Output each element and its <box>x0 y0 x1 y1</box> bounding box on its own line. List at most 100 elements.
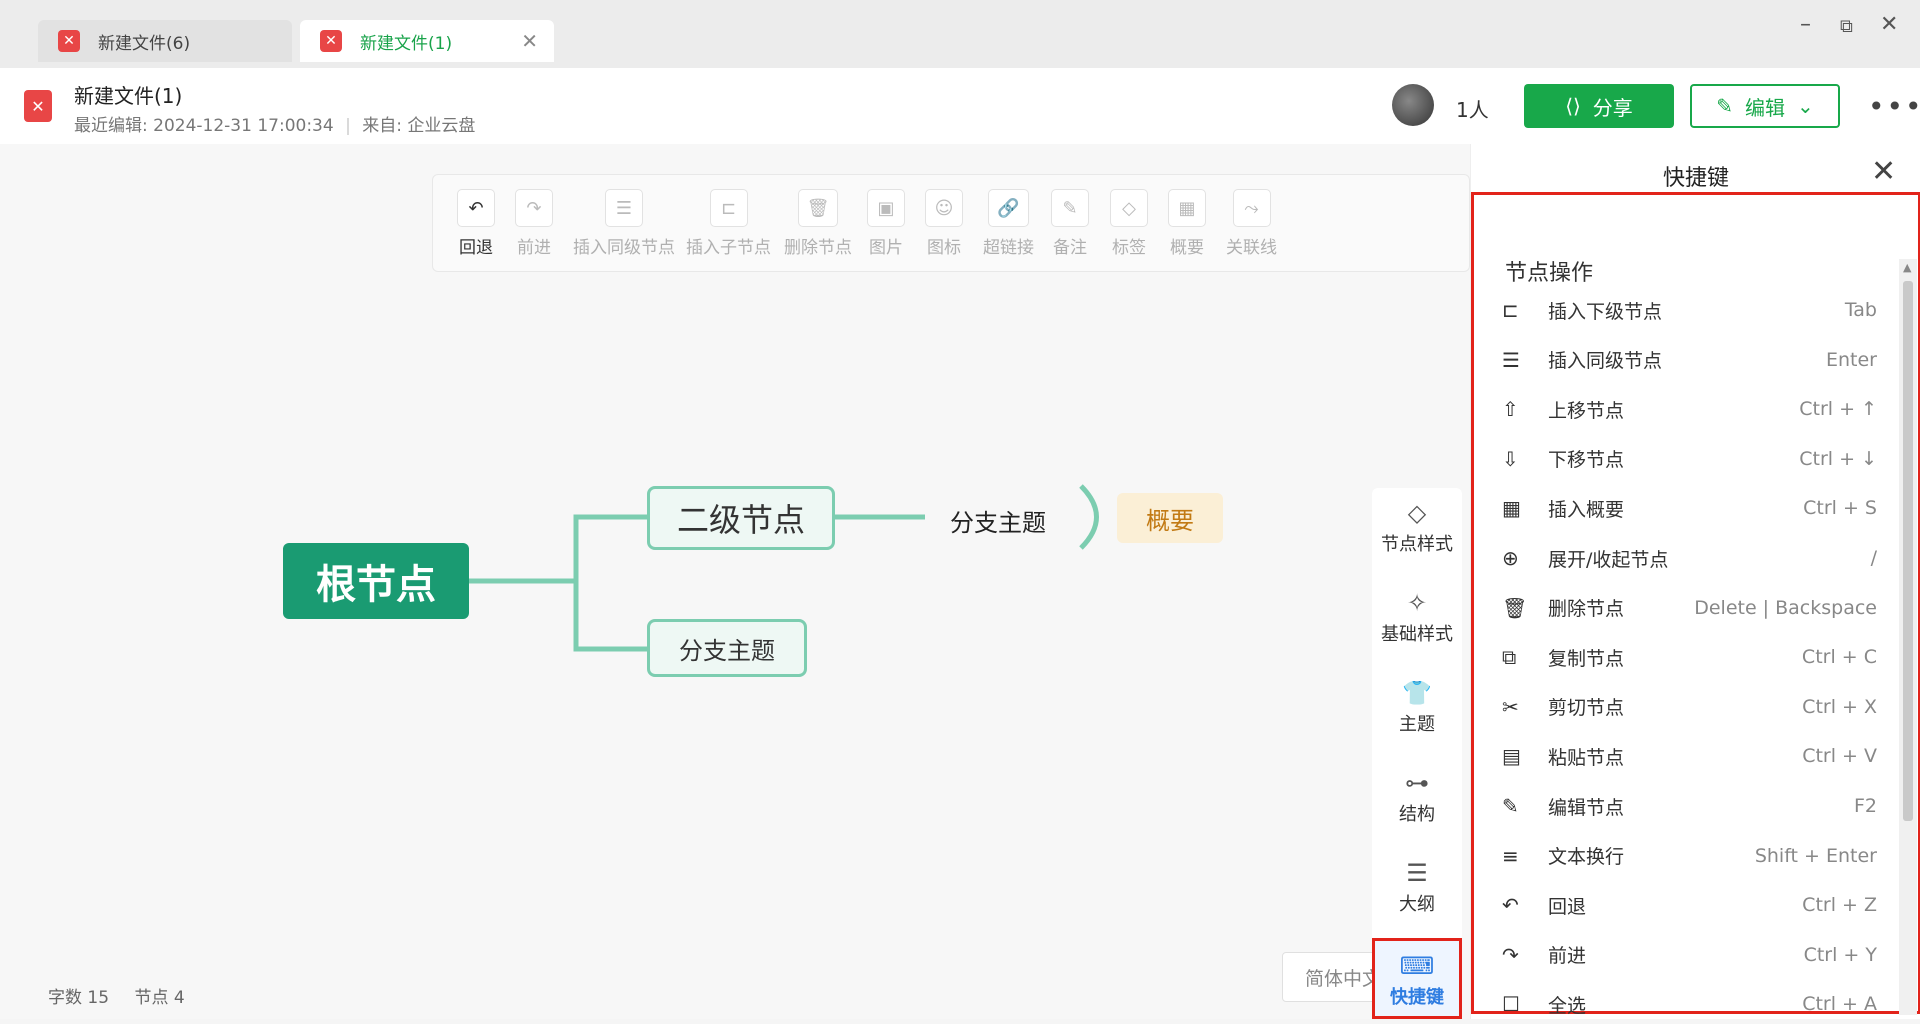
shortcut-label: 前进 <box>1548 945 1587 968</box>
toolbar-label: 图片 <box>869 238 903 258</box>
toolbar-button-1[interactable]: ↷ 前进 <box>515 189 553 258</box>
scrollbar[interactable]: ▲ <box>1899 259 1917 1015</box>
toolbar-button-8[interactable]: ✎备注 <box>1051 189 1089 258</box>
avatar[interactable] <box>1392 84 1434 126</box>
shortcut-key: Ctrl + A <box>1802 993 1877 1016</box>
mindmap-canvas[interactable] <box>0 144 1470 1019</box>
toolbar-icon: ◇ <box>1110 189 1148 227</box>
shortcut-key: Delete | Backspace <box>1694 596 1877 619</box>
summary-node[interactable]: 概要 <box>1117 493 1223 543</box>
toolbar-button-3[interactable]: ⊏插入子节点 <box>686 189 771 258</box>
side-item-label: 基础样式 <box>1381 624 1453 645</box>
toolbar-icon: ☺ <box>925 189 963 227</box>
sub-topic-node[interactable]: 分支主题 <box>950 509 1046 537</box>
minimize-button[interactable]: – <box>1800 12 1811 37</box>
shortcut-icon: ⇩ <box>1502 446 1519 471</box>
tab-close-icon[interactable]: ✕ <box>521 29 538 53</box>
side-item-label: 节点样式 <box>1381 534 1453 555</box>
side-item-2[interactable]: 👕 主题 <box>1372 676 1462 736</box>
document-header: ✕ 新建文件(1) 最近编辑: 2024-12-31 17:00:34 | 来自… <box>0 68 1920 144</box>
shortcut-label: 上移节点 <box>1548 399 1625 422</box>
shortcut-key: Ctrl + S <box>1803 497 1877 520</box>
toolbar-button-6[interactable]: ☺图标 <box>925 189 963 258</box>
shortcut-label: 文本换行 <box>1548 846 1625 869</box>
root-node[interactable]: 根节点 <box>283 543 469 619</box>
toolbar-button-11[interactable]: ⤳ 关联线 <box>1226 189 1277 258</box>
shortcut-icon: ⊏ <box>1502 298 1519 322</box>
level2-node[interactable]: 分支主题 <box>647 619 807 677</box>
side-item-icon: ✧ <box>1406 589 1428 617</box>
level2-node[interactable]: 二级节点 <box>647 486 835 550</box>
side-item-0[interactable]: ◇节点样式 <box>1372 496 1462 556</box>
toolbar-button-10[interactable]: ▦概要 <box>1168 189 1206 258</box>
edited-label: 最近编辑: <box>74 116 148 136</box>
toolbar-button-2[interactable]: ☰插入同级节点 <box>573 189 675 258</box>
shortcut-label: 编辑节点 <box>1548 796 1625 819</box>
toolbar-label: 回退 <box>459 238 493 258</box>
side-item-icon: ⊶ <box>1405 769 1429 797</box>
shortcut-key: Shift + Enter <box>1754 844 1877 867</box>
shortcut-icon: 🗑 <box>1502 595 1528 620</box>
side-item-label: 主题 <box>1399 714 1435 735</box>
toolbar-label: 删除节点 <box>784 238 852 258</box>
shortcut-row: ⊕展开/收起节点/ <box>1502 538 1877 578</box>
shortcut-icon: ⇧ <box>1502 397 1519 422</box>
shortcut-icon: ☐ <box>1502 992 1520 1017</box>
shortcut-label: 删除节点 <box>1548 598 1625 621</box>
shortcut-key: Ctrl + Y <box>1803 943 1877 966</box>
close-icon[interactable]: ✕ <box>1871 154 1897 189</box>
shortcut-icon: ✎ <box>1502 794 1519 818</box>
side-item-icon: 👕 <box>1402 679 1432 707</box>
toolbar-button-7[interactable]: 🔗 超链接 <box>983 189 1034 258</box>
side-item-5[interactable]: ⌨快捷键 <box>1372 938 1462 1019</box>
tab-title: 新建文件(6) <box>98 33 191 54</box>
shortcut-key: Ctrl + X <box>1802 695 1877 718</box>
more-button[interactable]: ••• <box>1868 90 1920 123</box>
file-logo-icon: ✕ <box>320 30 342 52</box>
toolbar-label: 前进 <box>517 238 551 258</box>
toolbar-label: 超链接 <box>983 238 1034 258</box>
source-label: 来自: <box>362 116 402 136</box>
collaborator-count[interactable]: 1人 <box>1456 98 1489 122</box>
tab-bar: ✕ 新建文件(6) ✕ 新建文件(1) ✕ – ⧉ ✕ <box>0 0 1920 68</box>
share-button[interactable]: ⟨⟩ 分享 <box>1524 84 1674 128</box>
status-bar: 字数 15 节点 4 <box>48 983 185 1008</box>
tab-file-6[interactable]: ✕ 新建文件(6) <box>38 20 292 62</box>
scrollbar-thumb[interactable] <box>1903 281 1913 821</box>
node-count-label: 节点 <box>134 988 169 1008</box>
shortcut-row: 🗑 删除节点 Delete | Backspace <box>1502 588 1877 628</box>
toolbar-button-9[interactable]: ◇标签 <box>1110 189 1148 258</box>
source-value: 企业云盘 <box>407 116 476 136</box>
toolbar-button-0[interactable]: ↶回退 <box>457 189 495 258</box>
toolbar-icon: ⤳ <box>1232 189 1271 227</box>
toolbar-icon: 🔗 <box>988 189 1029 227</box>
edit-button[interactable]: ✎ 编辑 ⌄ <box>1690 84 1840 128</box>
side-item-icon: ☰ <box>1406 859 1428 887</box>
shortcut-icon: ▦ <box>1502 496 1521 521</box>
side-item-4[interactable]: ☰大纲 <box>1372 856 1462 916</box>
shortcut-label: 全选 <box>1548 994 1587 1017</box>
side-item-3[interactable]: ⊶结构 <box>1372 766 1462 826</box>
restore-button[interactable]: ⧉ <box>1840 16 1853 37</box>
side-item-1[interactable]: ✧ 基础样式 <box>1372 586 1462 646</box>
toolbar-button-5[interactable]: ▣图片 <box>867 189 905 258</box>
edit-label: 编辑 <box>1745 95 1785 120</box>
toolbar-button-4[interactable]: 🗑删除节点 <box>784 189 852 258</box>
chevron-down-icon: ⌄ <box>1797 94 1814 118</box>
connector-root-l2a <box>469 514 647 584</box>
share-icon: ⟨⟩ <box>1565 94 1581 118</box>
scroll-up-icon[interactable]: ▲ <box>1903 261 1912 274</box>
shortcut-label: 粘贴节点 <box>1548 746 1625 769</box>
panel-title: 快捷键 <box>1662 166 1729 191</box>
window-close-button[interactable]: ✕ <box>1880 12 1899 37</box>
toolbar-icon: ✎ <box>1051 189 1089 227</box>
toolbar-label: 关联线 <box>1226 238 1277 258</box>
tab-title: 新建文件(1) <box>360 33 453 54</box>
section-title: 节点操作 <box>1505 261 1594 286</box>
toolbar-icon: ↷ <box>515 189 553 227</box>
tab-file-1[interactable]: ✕ 新建文件(1) ✕ <box>300 20 554 62</box>
